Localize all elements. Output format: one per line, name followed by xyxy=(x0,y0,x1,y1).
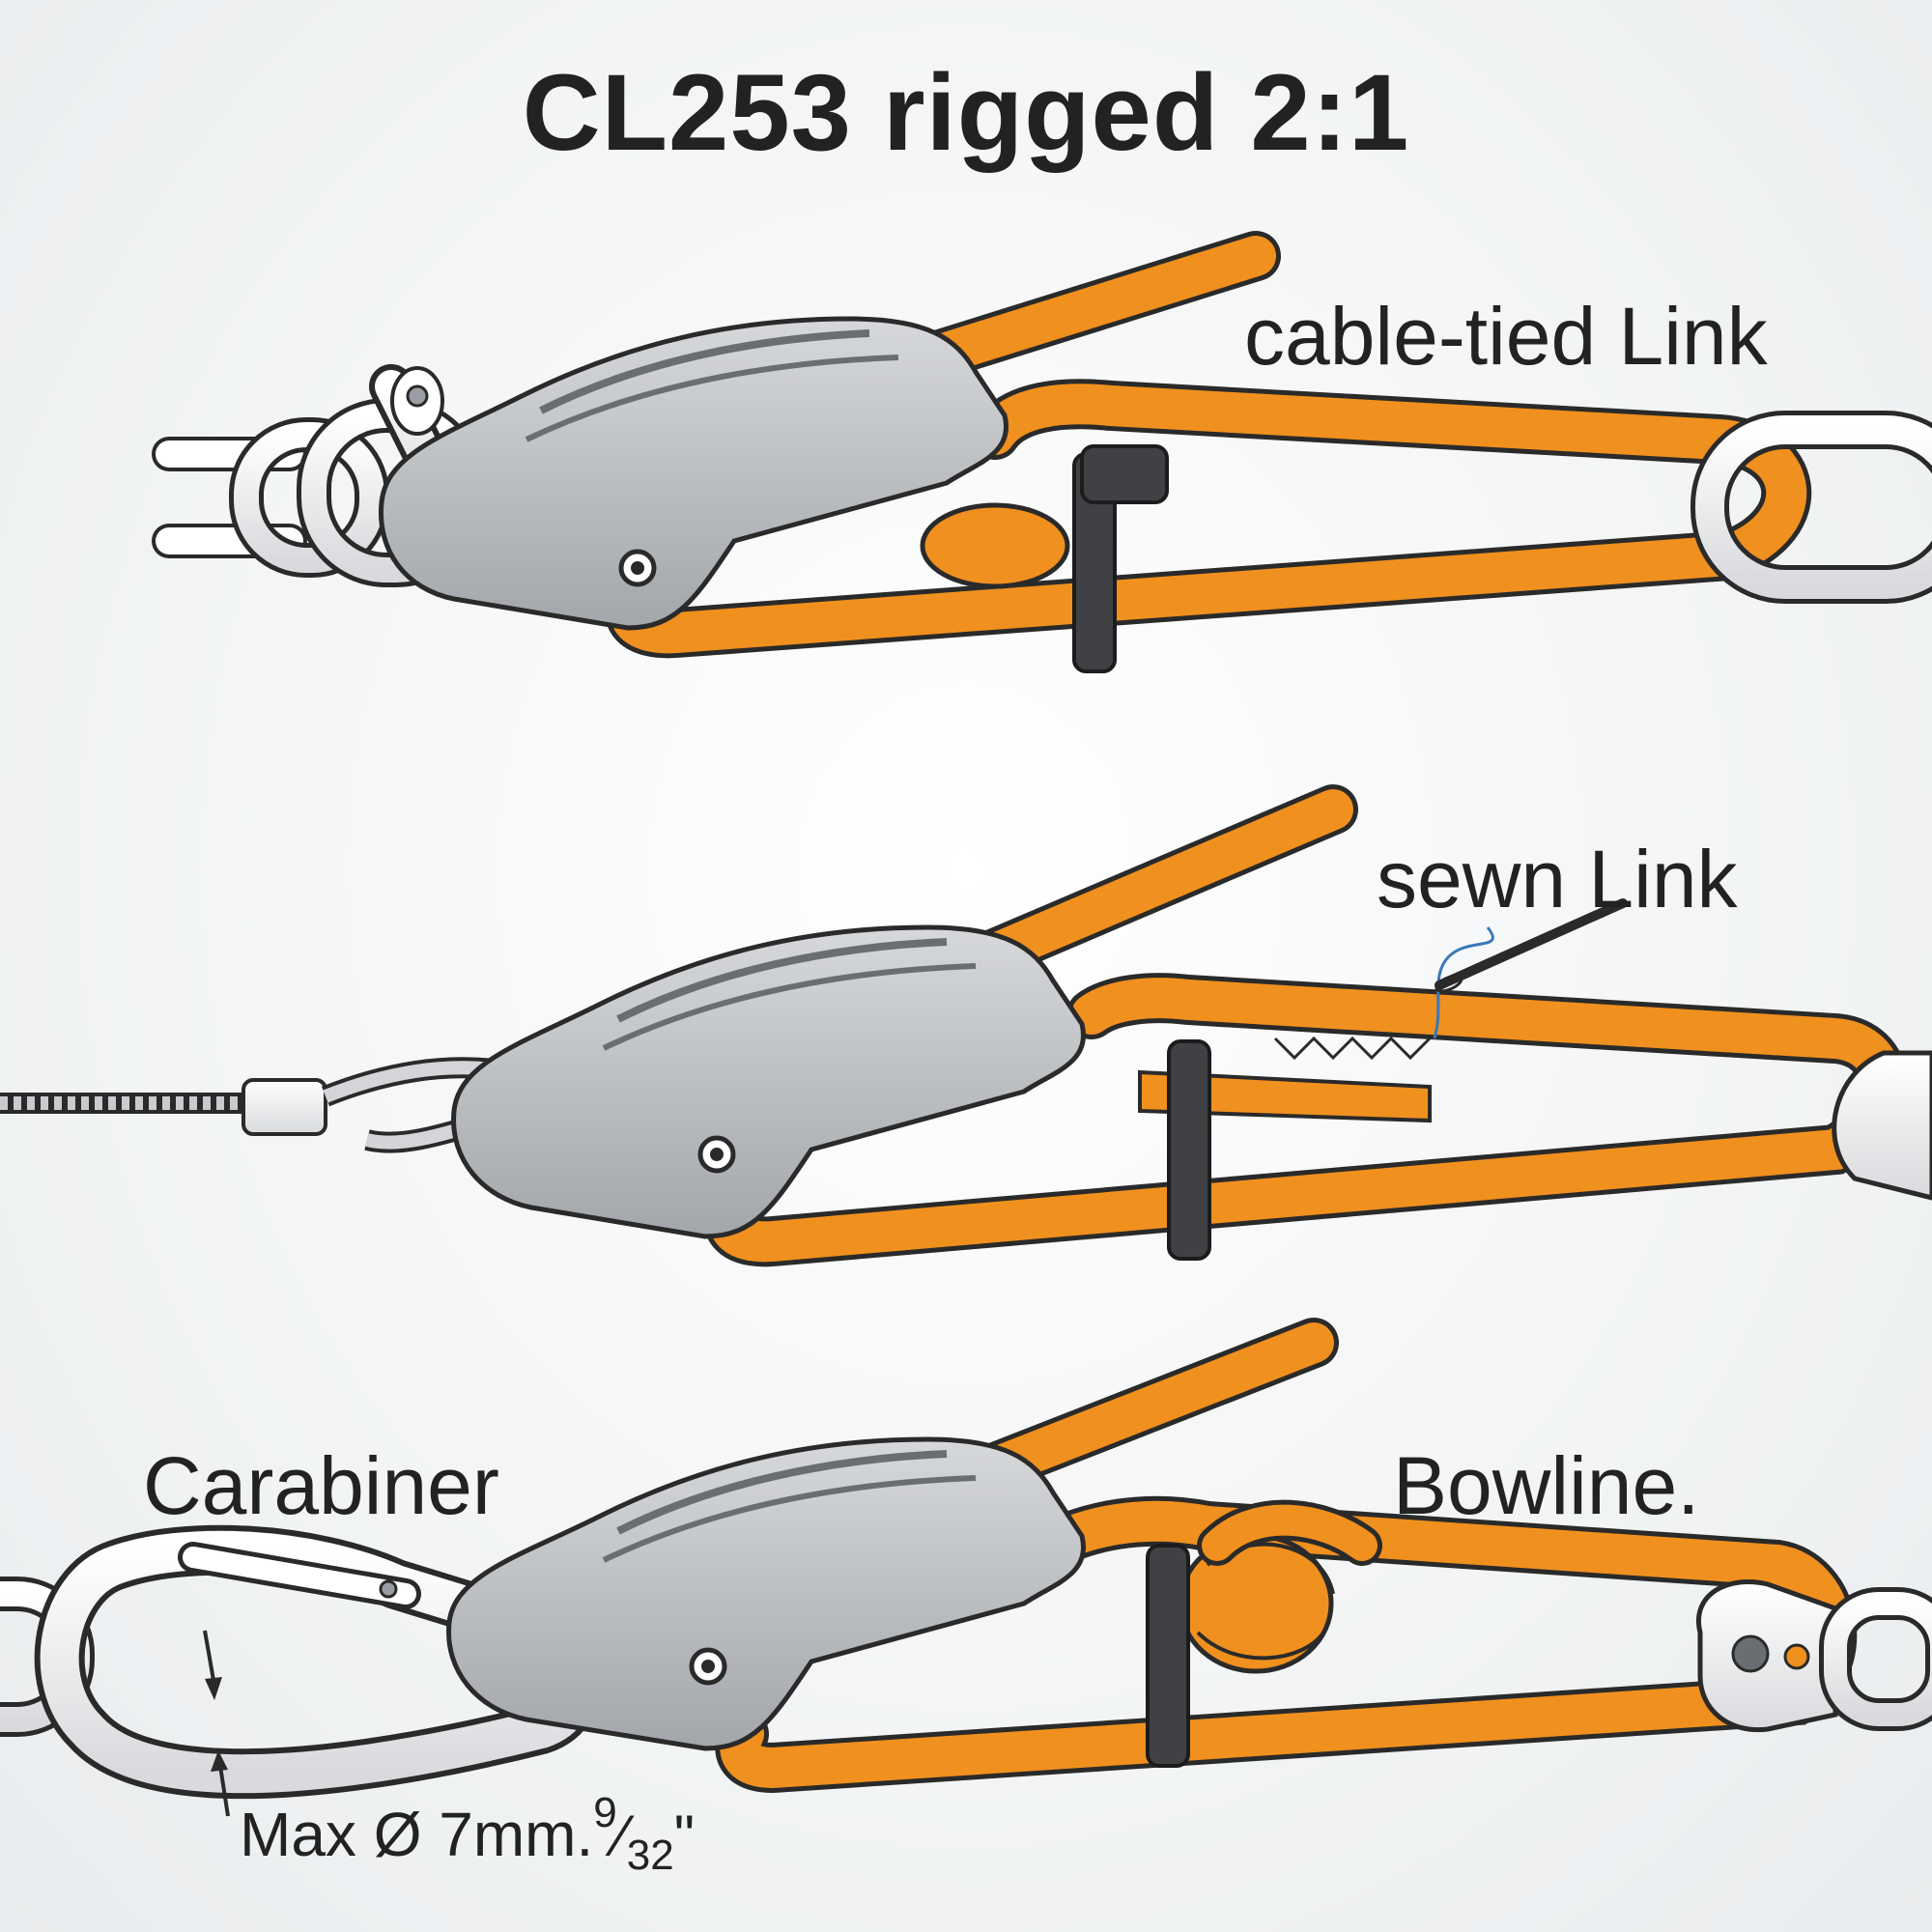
label-sewn-link: sewn Link xyxy=(1377,834,1738,924)
row-bowline xyxy=(0,1318,1932,1817)
cleat-cl253-2 xyxy=(451,924,1087,1239)
label-cable-tied-link: cable-tied Link xyxy=(1244,291,1768,382)
cleat-cl253 xyxy=(378,316,1009,631)
carabiner xyxy=(34,1524,602,1800)
needle-icon xyxy=(1433,898,1628,1039)
pulley-block xyxy=(1696,1578,1932,1733)
diameter-arrows xyxy=(203,1630,230,1817)
wire-rope xyxy=(0,1057,537,1153)
max-diameter-text: Max Ø 7mm. xyxy=(240,1800,594,1869)
wire-ferrule xyxy=(242,1078,327,1136)
bowline-knot xyxy=(1178,1499,1382,1674)
cable-tie xyxy=(1072,444,1169,673)
row-sewn xyxy=(0,784,1932,1267)
max-diameter-fraction: 9⁄32" xyxy=(593,1789,696,1879)
cleat-cl253-3 xyxy=(446,1436,1087,1751)
label-max-diameter: Max Ø 7mm.9⁄32" xyxy=(240,1789,695,1880)
row-cable-tied xyxy=(152,231,1932,673)
label-bowline: Bowline. xyxy=(1393,1440,1700,1531)
label-carabiner: Carabiner xyxy=(143,1440,499,1531)
stitching xyxy=(1273,1036,1432,1061)
thimble-right xyxy=(1832,1050,1932,1201)
cable-tie-3 xyxy=(1146,1544,1190,1768)
cable-tie-2 xyxy=(1167,1039,1211,1261)
chain-link-right xyxy=(1690,411,1932,604)
rope-loop xyxy=(605,231,1812,659)
diagram-title: CL253 rigged 2:1 xyxy=(522,52,1410,173)
